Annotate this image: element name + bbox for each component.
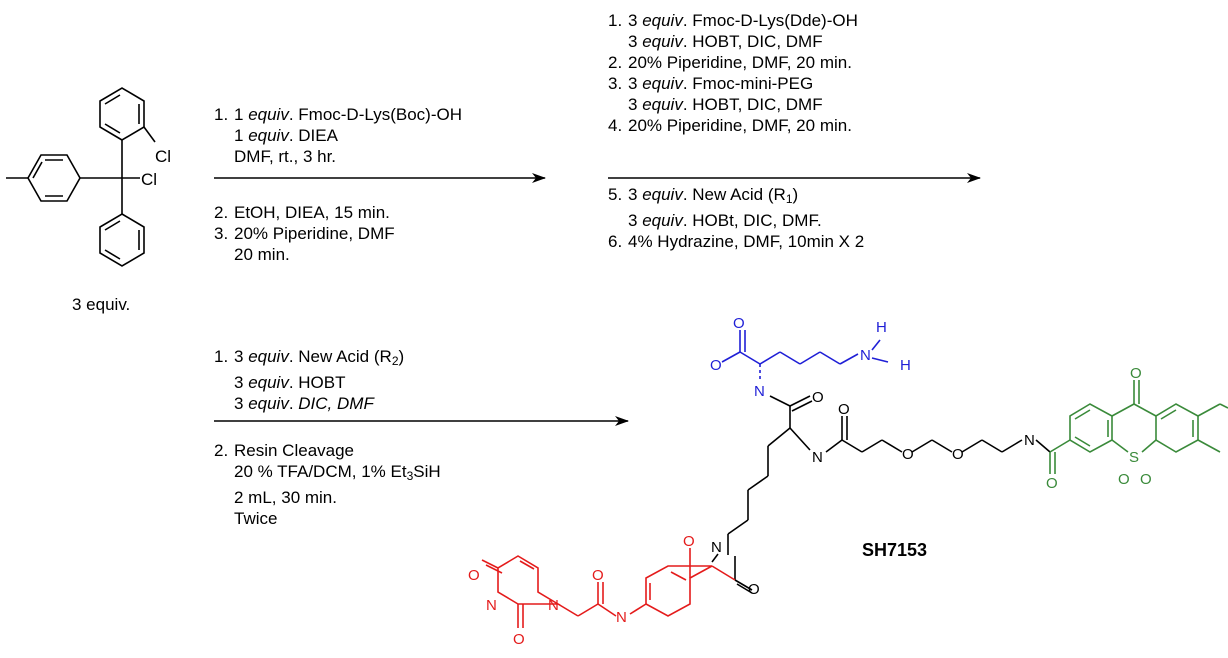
atom-red-n1: N	[548, 597, 559, 614]
atom-blue-n-epsilon: N	[860, 347, 871, 364]
reagent-structure	[6, 87, 156, 267]
reagent-cl-central: Cl	[141, 170, 157, 189]
atom-blue-n-alpha: N	[754, 383, 765, 400]
step3-conditions: 1.3 equiv. New Acid (R2) 3 equiv. HOBT 3…	[214, 346, 404, 414]
step1-conditions: 1.1 equiv. Fmoc-D-Lys(Boc)-OH 1 equiv. D…	[214, 104, 462, 167]
product-lysine-unit	[721, 330, 889, 380]
step3-conditions-below: 2.Resin Cleavage 20 % TFA/DCM, 1% Et3SiH…	[214, 440, 441, 529]
step2-line-9: 6.4% Hydrazine, DMF, 10min X 2	[608, 232, 865, 251]
step2-conditions-below: 5.3 equiv. New Acid (R1) 3 equiv. HOBt, …	[608, 184, 864, 252]
step2-line-3: 2.20% Piperidine, DMF, 20 min.	[608, 53, 852, 72]
step3-line-7: Twice	[234, 509, 278, 528]
atom-green-so-o1: O	[1118, 471, 1130, 488]
step3-line-3: 3 equiv. DIC, DMF	[234, 394, 374, 413]
step3-line-6: 2 mL, 30 min.	[234, 488, 337, 507]
atom-blue-o-hydroxyl: O	[710, 357, 722, 374]
step2-line-8: 3 equiv. HOBt, DIC, DMF.	[628, 211, 822, 230]
step2-conditions: 1.3 equiv. Fmoc-D-Lys(Dde)-OH 3 equiv. H…	[608, 10, 858, 136]
step1-conditions-below: 2.EtOH, DIEA, 15 min. 3.20% Piperidine, …	[214, 202, 395, 265]
product-name: SH7153	[862, 540, 928, 560]
reagent-cl-ortho: Cl	[155, 147, 171, 166]
step2-line-1: 1.3 equiv. Fmoc-D-Lys(Dde)-OH	[608, 11, 858, 30]
step2-line-6: 4.20% Piperidine, DMF, 20 min.	[608, 116, 852, 135]
product-core-and-peg	[727, 395, 1051, 555]
atom-red-o-bottom: O	[513, 631, 525, 648]
product-thioxanthone-unit	[1049, 380, 1228, 474]
atom-red-n-amide: N	[616, 609, 627, 626]
step2-line-5: 3 equiv. HOBT, DIC, DMF	[628, 95, 823, 114]
atom-amide-n: N	[711, 539, 722, 556]
step2-line-7: 5.3 equiv. New Acid (R1)	[608, 185, 799, 206]
atom-green-s: S	[1129, 449, 1139, 466]
atom-green-so-o2: O	[1140, 471, 1152, 488]
atom-blue-o-carbonyl: O	[733, 315, 745, 332]
step2-line-4: 3.3 equiv. Fmoc-mini-PEG	[608, 74, 814, 93]
step3-line-1: 1.3 equiv. New Acid (R2)	[214, 347, 405, 368]
atom-red-n2: N	[486, 597, 497, 614]
atom-peg-o-2: O	[952, 446, 964, 463]
step3-line-2: 3 equiv. HOBT	[234, 373, 346, 392]
step1-line-2: 1 equiv. DIEA	[234, 126, 338, 145]
atom-green-o-ketone: O	[1130, 365, 1142, 382]
atom-red-o-top: O	[468, 567, 480, 584]
atom-blue-h-top: H	[876, 319, 887, 336]
atom-core-o-amide: O	[838, 401, 850, 418]
atom-red-o-amide: O	[592, 567, 604, 584]
step1-line-3: DMF, rt., 3 hr.	[234, 147, 337, 166]
step1-line-1: 1.1 equiv. Fmoc-D-Lys(Boc)-OH	[214, 105, 462, 124]
step1-line-4: 2.EtOH, DIEA, 15 min.	[214, 203, 390, 222]
atom-green-o-amide: O	[1046, 475, 1058, 492]
atom-peg-n: N	[1024, 432, 1035, 449]
atom-amide-o: O	[748, 581, 760, 598]
atom-red-oh: O	[683, 533, 695, 550]
step1-line-6: 20 min.	[234, 245, 290, 264]
atom-peg-o-1: O	[902, 446, 914, 463]
product-amide-linker	[711, 553, 753, 594]
step3-line-4: 2.Resin Cleavage	[214, 441, 355, 460]
atom-core-o-upper: O	[812, 389, 824, 406]
step3-line-5: 20 % TFA/DCM, 1% Et3SiH	[234, 462, 441, 483]
reagent-equiv-label: 3 equiv.	[72, 295, 131, 314]
atom-core-n: N	[812, 449, 823, 466]
atom-blue-h-right: H	[900, 357, 911, 374]
step2-line-2: 3 equiv. HOBT, DIC, DMF	[628, 32, 823, 51]
step1-line-5: 3.20% Piperidine, DMF	[214, 224, 395, 243]
product-uracil-unit	[481, 548, 736, 628]
